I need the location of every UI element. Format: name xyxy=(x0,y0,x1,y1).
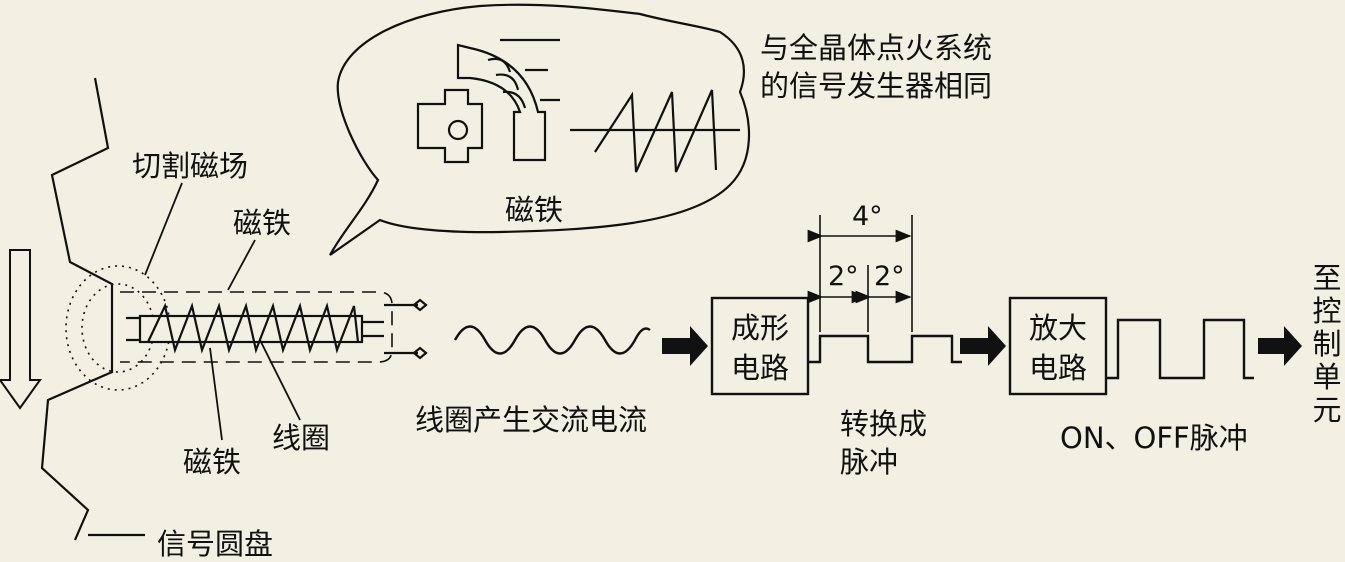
bubble-illustration xyxy=(416,38,740,173)
on-off-pulse-wave xyxy=(1106,318,1254,380)
to-control-char: 至 xyxy=(1312,261,1342,295)
magnet-top-label: 磁铁 xyxy=(233,206,292,240)
shaping-box-line2: 电路 xyxy=(730,351,789,385)
rotation-arrow xyxy=(0,249,42,410)
bubble-caption-line1: 与全晶体点火系统 xyxy=(760,31,993,65)
to-control-char: 元 xyxy=(1312,393,1342,427)
to-control-char: 控 xyxy=(1312,294,1342,328)
shaping-circuit-box xyxy=(710,296,810,396)
speech-bubble xyxy=(329,3,751,256)
signal-disc-outline xyxy=(40,77,114,541)
angle-left-label: 2° xyxy=(828,261,859,292)
angle-total-label: 4° xyxy=(852,201,883,232)
pickup-housing-dashed xyxy=(120,291,393,363)
amplifier-circuit-box xyxy=(1008,296,1108,396)
bubble-magnet-label: 磁铁 xyxy=(505,193,564,227)
shaping-box-line1: 成形 xyxy=(730,311,789,345)
convert-pulse-line1: 转换成 xyxy=(840,407,928,441)
angle-right-label: 2° xyxy=(874,261,905,292)
on-off-pulse-label: ON、OFF脉冲 xyxy=(1060,421,1248,455)
to-control-char: 单 xyxy=(1312,360,1342,394)
signal-disc-label: 信号圆盘 xyxy=(157,527,274,561)
bubble-caption-line2: 的信号发生器相同 xyxy=(760,69,993,103)
convert-pulse-line2: 脉冲 xyxy=(840,445,899,479)
to-control-unit-label: 至 控 制 单 元 xyxy=(1310,262,1344,427)
coil-ac-label: 线圈产生交流电流 xyxy=(415,403,648,437)
flow-arrows xyxy=(662,326,1302,366)
ac-wave xyxy=(453,325,651,355)
amp-box-line1: 放大 xyxy=(1028,311,1087,345)
to-control-char: 制 xyxy=(1312,327,1342,361)
magnet-bottom-label: 磁铁 xyxy=(183,445,242,479)
pickup-coil xyxy=(126,298,428,360)
coil-label: 线圈 xyxy=(272,421,331,455)
amp-box-line2: 电路 xyxy=(1028,351,1087,385)
shaped-pulse-wave xyxy=(808,334,962,364)
cut-field-label: 切割磁场 xyxy=(132,149,249,183)
label-leaders xyxy=(144,182,301,441)
angle-dimensions xyxy=(807,215,913,332)
